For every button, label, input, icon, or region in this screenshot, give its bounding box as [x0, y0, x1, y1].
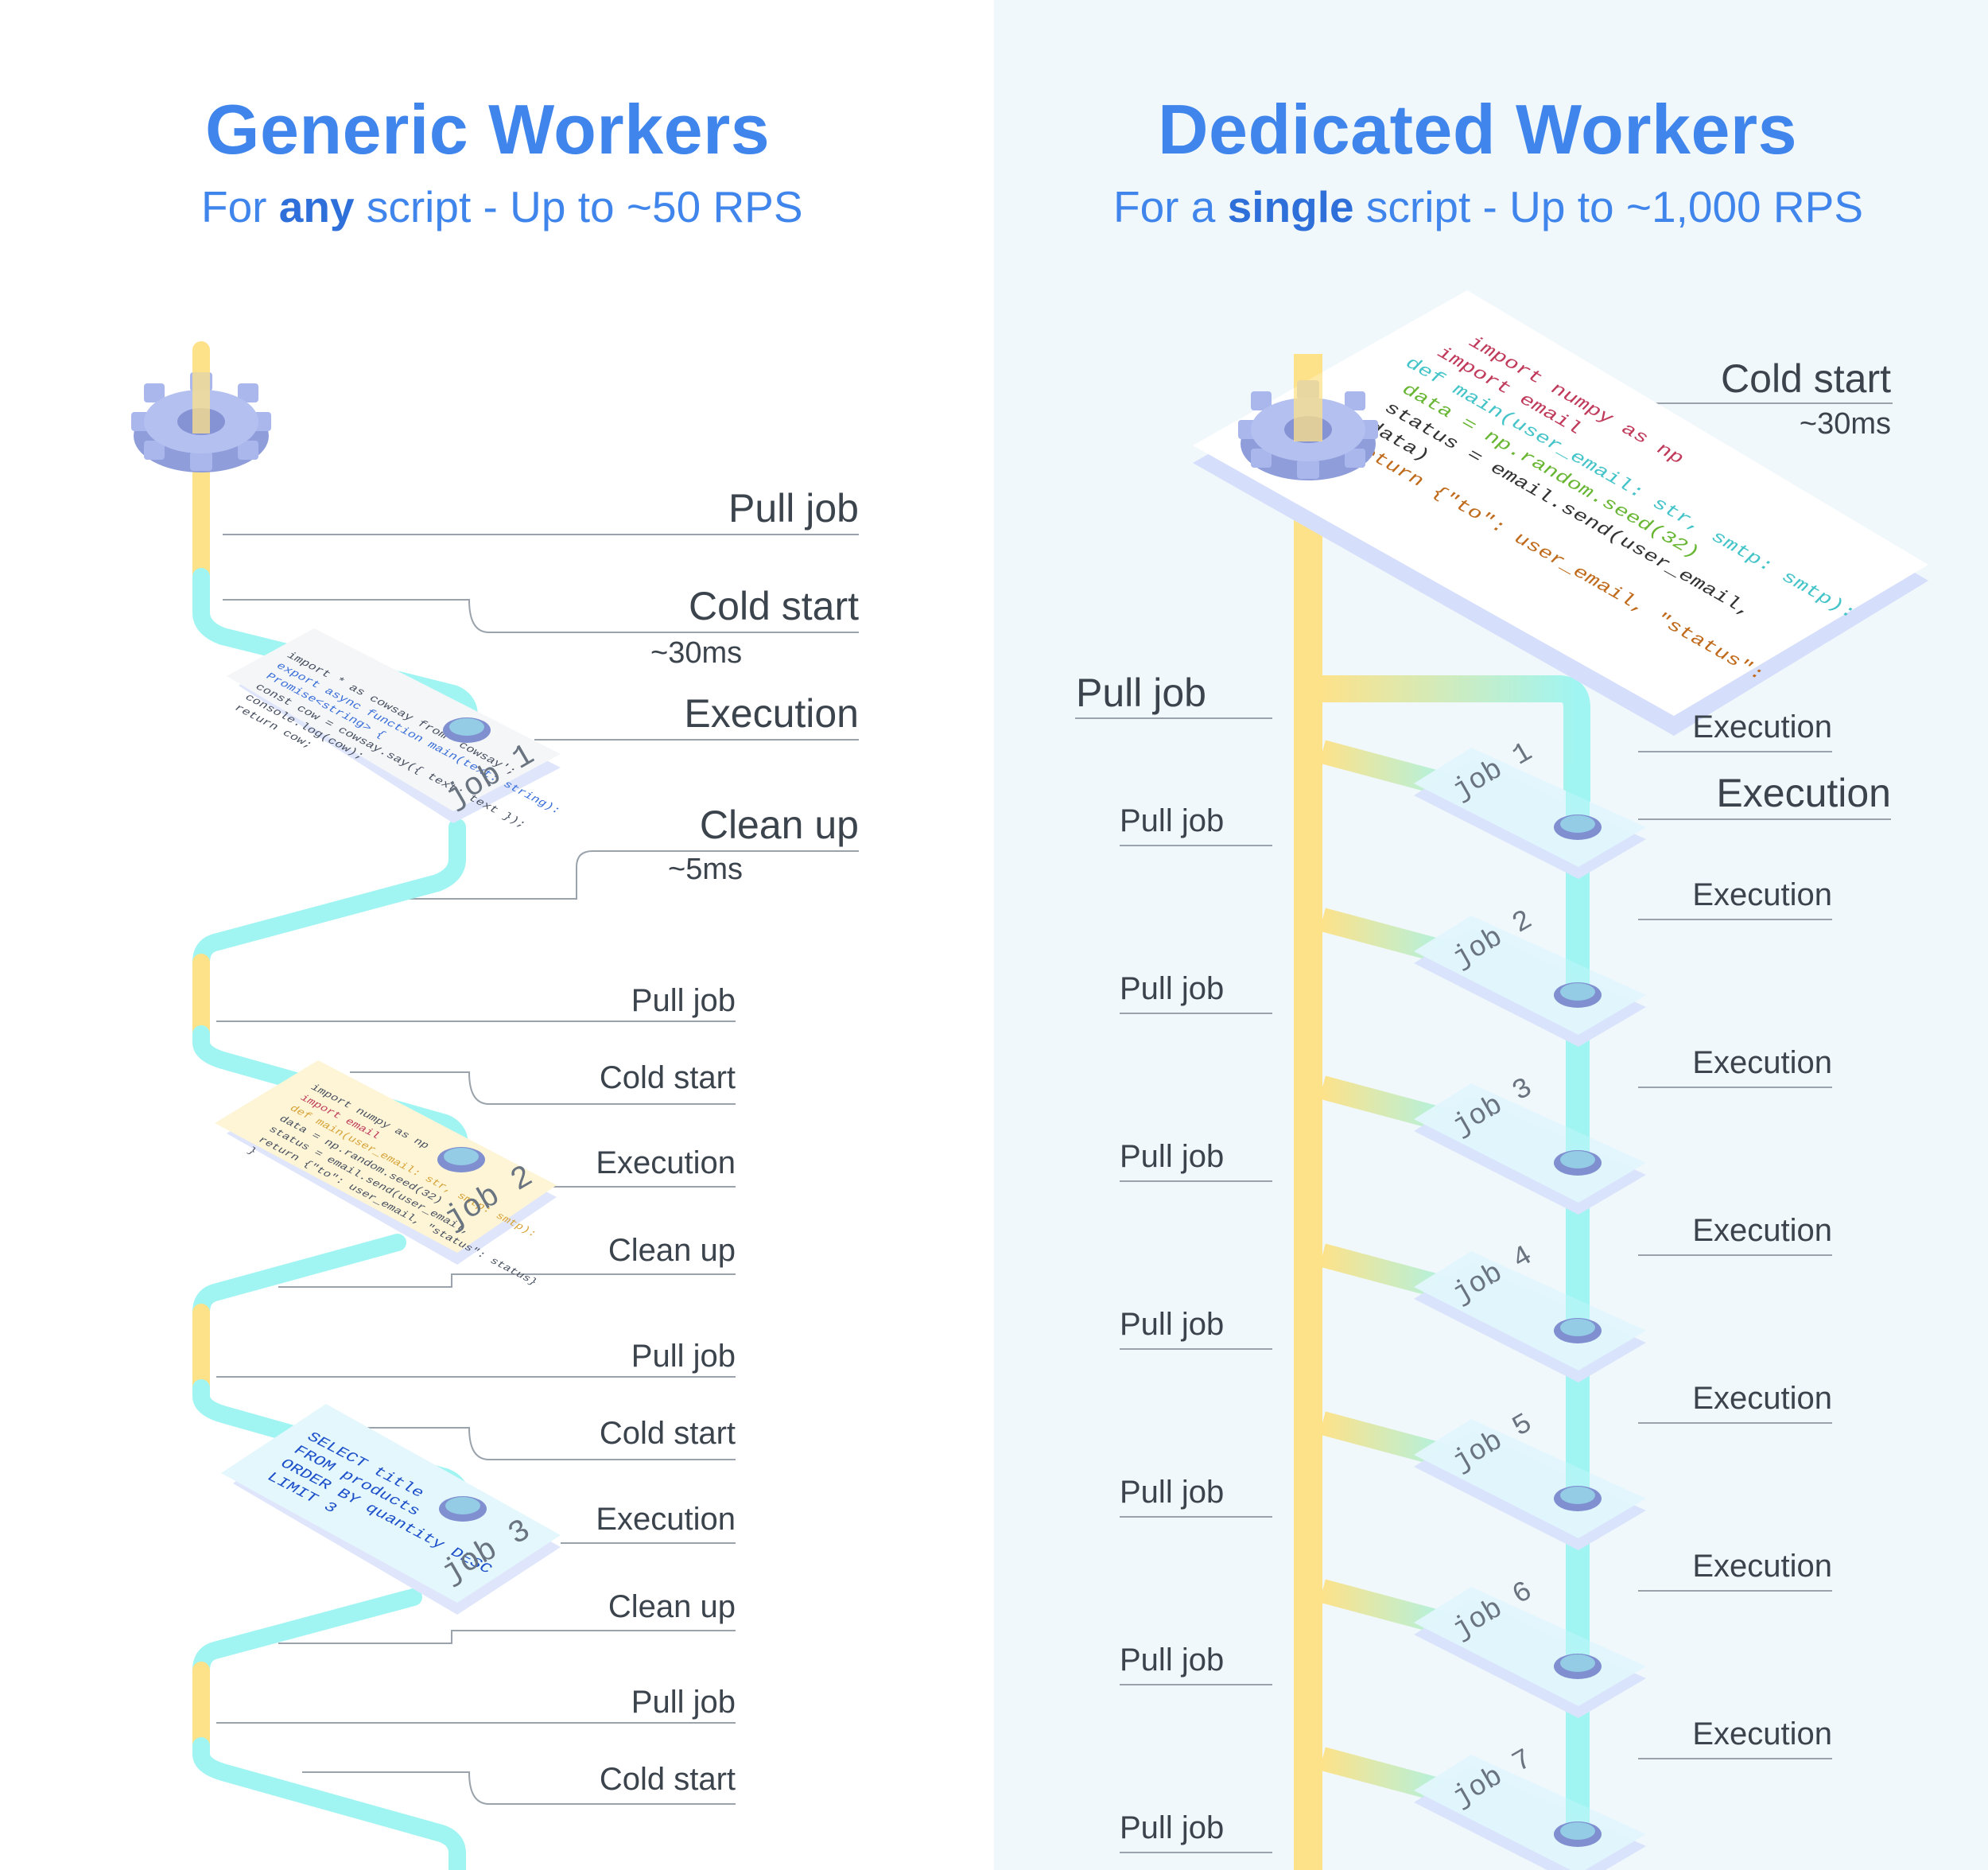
right-pull-job-label-3: Pull job: [1120, 1139, 1225, 1174]
left-pull-job-label-3: Pull job: [631, 1339, 736, 1374]
right-pull-job-label-1: Pull job: [1120, 803, 1225, 838]
right-execution-label-2: Execution: [1692, 877, 1832, 912]
right-first-branch: [1322, 675, 1590, 827]
right-execution-label-1: Execution: [1692, 710, 1832, 745]
gear-icon: [131, 350, 271, 472]
right-execution-main-label: Execution: [1716, 771, 1891, 815]
right-job-disk-inner-2: [1560, 983, 1595, 1001]
left-cold-start-time: ~30ms: [650, 636, 743, 670]
right-pull-job-label-2: Pull job: [1120, 971, 1225, 1006]
left-leader-lines: [216, 534, 859, 1805]
right-execution-label-4: Execution: [1692, 1213, 1832, 1248]
left-cold-start-label-2: Cold start: [599, 1060, 736, 1095]
right-cold-start-label: Cold start: [1721, 356, 1891, 401]
right-pull-job-main-label: Pull job: [1076, 671, 1206, 715]
right-execution-label-3: Execution: [1692, 1045, 1832, 1080]
right-execution-label-7: Execution: [1692, 1716, 1832, 1751]
right-job-disk-inner-1: [1560, 815, 1595, 833]
left-cold-start-label-4: Cold start: [599, 1762, 736, 1797]
right-execution-label-6: Execution: [1692, 1549, 1832, 1584]
right-cold-start-time: ~30ms: [1799, 407, 1891, 441]
right-script-card: import numpy as np import email def main…: [1193, 290, 1928, 736]
right-worker-trunk: [1294, 354, 1322, 1870]
right-pull-job-label-4: Pull job: [1120, 1307, 1225, 1342]
right-job-disk-inner-7: [1560, 1822, 1595, 1840]
left-subtitle: For any script - Up to ~50 RPS: [201, 182, 803, 231]
left-clean-up-label-2: Clean up: [608, 1233, 736, 1268]
right-title: Dedicated Workers: [1158, 90, 1798, 169]
left-pull-job-label-2: Pull job: [631, 983, 736, 1018]
right-pull-job-label-7: Pull job: [1120, 1810, 1225, 1845]
right-subtitle: For a single script - Up to ~1,000 RPS: [1113, 182, 1864, 231]
left-execution-label-3: Execution: [596, 1502, 736, 1537]
right-job-disk-inner-6: [1560, 1654, 1595, 1672]
right-job-disk-inner-4: [1560, 1319, 1595, 1336]
left-title: Generic Workers: [205, 90, 771, 169]
right-pull-job-label-5: Pull job: [1120, 1475, 1225, 1510]
left-clean-up-time: ~5ms: [668, 853, 743, 886]
left-pull-job-label-4: Pull job: [631, 1685, 736, 1720]
left-clean-up-label-3: Clean up: [608, 1589, 736, 1624]
right-job-disk-inner-3: [1560, 1151, 1595, 1168]
gear-icon: [1238, 354, 1378, 480]
left-job-2-code-line-7: }: [245, 1145, 259, 1157]
left-cold-start-label: Cold start: [689, 584, 859, 628]
left-execution-label-2: Execution: [596, 1145, 736, 1180]
left-cold-start-label-3: Cold start: [599, 1416, 736, 1451]
left-execution-label: Execution: [684, 691, 859, 736]
left-pull-job-label: Pull job: [728, 486, 859, 531]
right-execution-label-5: Execution: [1692, 1381, 1832, 1416]
left-job-card-2: import numpy as np import email def main…: [215, 1060, 557, 1288]
right-job-disk-inner-5: [1560, 1487, 1595, 1504]
left-job-card-1: import * as cowsay from 'cowsay'; export…: [227, 628, 563, 830]
left-clean-up-label: Clean up: [699, 803, 859, 847]
right-pull-job-label-6: Pull job: [1120, 1643, 1225, 1678]
